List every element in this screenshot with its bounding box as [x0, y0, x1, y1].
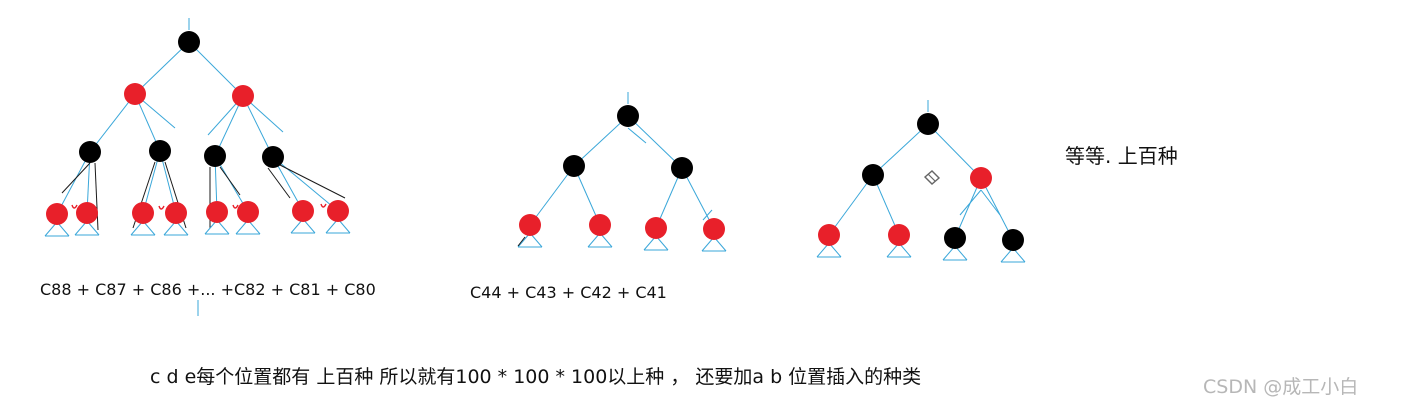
black-node: [617, 105, 639, 127]
red-node: [589, 214, 611, 236]
watermark: CSDN @成工小白: [1203, 376, 1359, 398]
red-node: [327, 200, 349, 222]
edge: [573, 115, 629, 167]
red-node: [206, 201, 228, 223]
black-node: [1002, 229, 1024, 251]
red-node: [76, 202, 98, 224]
formula-tree-1: C88 + C87 + C86 +... +C82 + C81 + C80: [40, 280, 376, 299]
tree-3: [816, 100, 1026, 263]
red-node: [232, 85, 254, 107]
edge: [61, 162, 91, 194]
black-node: [149, 140, 171, 162]
edge: [94, 162, 99, 231]
insert-mark: [71, 204, 78, 209]
caption-text: c d e每个位置都有 上百种 所以就有100 * 100 * 100以上种 ，…: [150, 366, 922, 388]
insert-mark: [158, 205, 165, 210]
edge: [272, 156, 339, 212]
tree-2: [517, 92, 727, 252]
edge: [219, 166, 241, 196]
note-text: 等等. 上百种: [1065, 144, 1178, 168]
edge: [702, 209, 713, 221]
black-node: [204, 145, 226, 167]
edge: [279, 164, 346, 199]
red-node: [237, 201, 259, 223]
edge: [517, 236, 526, 247]
red-node: [970, 167, 992, 189]
cursor-icon: [923, 170, 941, 185]
red-node: [124, 83, 146, 105]
edge: [627, 127, 647, 144]
edge: [627, 115, 683, 169]
edge: [872, 123, 929, 176]
edge: [529, 165, 575, 226]
red-node: [132, 202, 154, 224]
edge: [980, 177, 1014, 241]
black-node: [862, 164, 884, 186]
edge: [927, 123, 982, 179]
edge: [188, 41, 244, 97]
edge: [134, 41, 190, 95]
edge: [681, 167, 715, 230]
insert-mark: [232, 204, 239, 209]
red-node: [703, 218, 725, 240]
red-node: [519, 214, 541, 236]
black-node: [944, 227, 966, 249]
formula-tree-2: C44 + C43 + C42 + C41: [470, 283, 667, 302]
insert-mark: [320, 203, 327, 208]
black-node: [79, 141, 101, 163]
black-node: [671, 157, 693, 179]
tree-1: [44, 18, 351, 316]
black-node: [563, 155, 585, 177]
edge: [214, 95, 244, 157]
edge: [980, 189, 1001, 216]
edge: [89, 93, 136, 153]
edge: [267, 167, 291, 199]
edge: [242, 95, 274, 158]
edge: [56, 151, 91, 215]
red-node: [888, 224, 910, 246]
red-node: [818, 224, 840, 246]
red-node: [292, 200, 314, 222]
red-node: [645, 217, 667, 239]
edge: [959, 189, 982, 216]
black-node: [917, 113, 939, 135]
black-node: [178, 31, 200, 53]
black-node: [262, 146, 284, 168]
red-node: [165, 202, 187, 224]
edge: [828, 174, 874, 236]
red-node: [46, 203, 68, 225]
